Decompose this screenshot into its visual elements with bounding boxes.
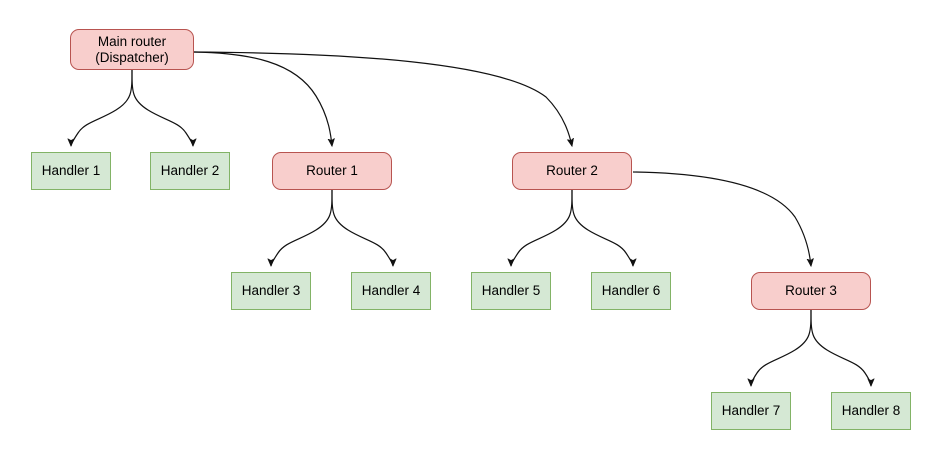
edge-router-1-to-handler-4 [331, 189, 393, 266]
node-handler-5[interactable]: Handler 5 [471, 272, 551, 310]
node-handler-3[interactable]: Handler 3 [231, 272, 311, 310]
edge-main-router-to-router-2 [193, 51, 572, 146]
edge-main-router-to-handler-2 [131, 69, 193, 146]
edge-router-1-to-handler-3 [271, 189, 333, 266]
node-handler-6[interactable]: Handler 6 [591, 272, 671, 310]
edge-main-router-to-handler-1 [71, 69, 133, 146]
node-handler-7[interactable]: Handler 7 [711, 392, 791, 430]
edge-router-3-to-handler-7 [751, 309, 812, 386]
edge-router-2-to-handler-6 [571, 189, 633, 266]
node-router-1[interactable]: Router 1 [272, 152, 392, 190]
node-handler-4[interactable]: Handler 4 [351, 272, 431, 310]
edge-router-2-to-handler-5 [511, 189, 573, 266]
node-router-2[interactable]: Router 2 [512, 152, 632, 190]
node-handler-1[interactable]: Handler 1 [31, 152, 111, 190]
edge-main-router-to-router-1 [193, 51, 332, 146]
node-router-3[interactable]: Router 3 [751, 272, 871, 310]
edge-router-3-to-handler-8 [810, 309, 871, 386]
node-handler-2[interactable]: Handler 2 [150, 152, 230, 190]
node-main-router[interactable]: Main router (Dispatcher) [70, 29, 194, 70]
node-handler-8[interactable]: Handler 8 [831, 392, 911, 430]
edge-router-2-to-router-3 [632, 171, 811, 266]
